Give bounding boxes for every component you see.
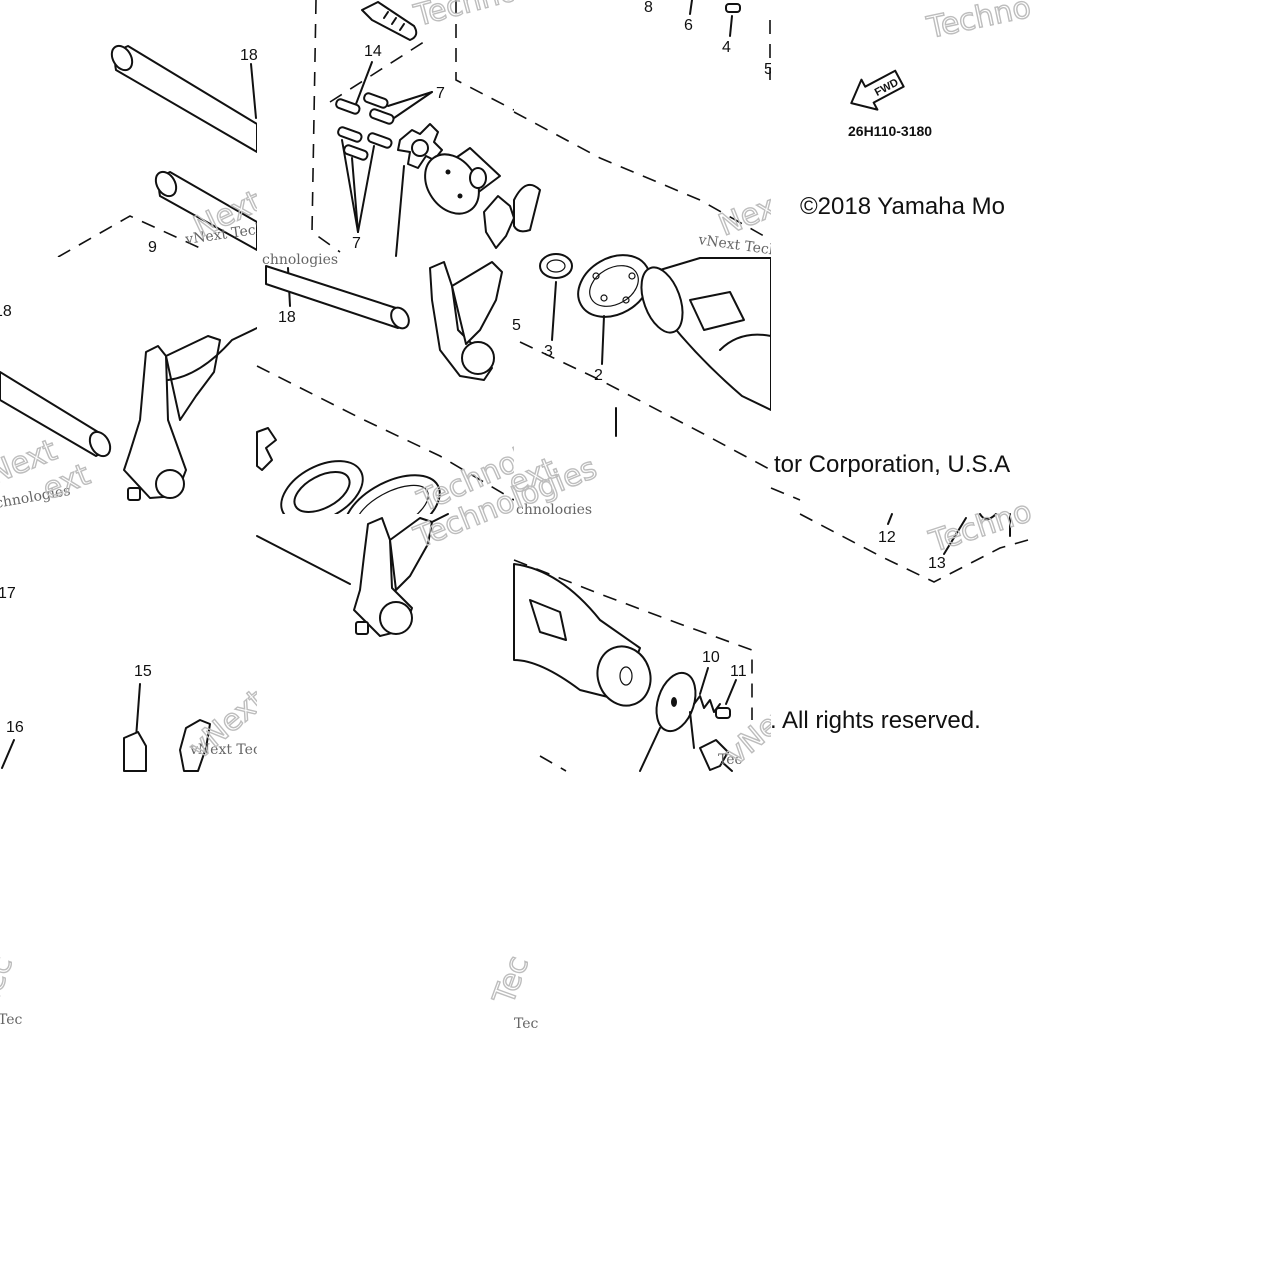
- shift-drum: [640, 257, 772, 411]
- callout-3: 3: [544, 343, 553, 360]
- screw: [361, 1, 418, 41]
- callout-11: 11: [730, 663, 747, 680]
- shift-fork-a: [123, 327, 258, 501]
- callout-2: 2: [594, 367, 603, 384]
- callout-17: 17: [0, 585, 16, 602]
- watermark-fragment-mid-text: Tec: [514, 1016, 539, 1032]
- washer-1: [655, 671, 697, 733]
- tile-top-left: 18 9 vNext Technologies Next: [0, 0, 324, 258]
- callout-5: 5: [764, 61, 773, 78]
- callout-12: 12: [878, 529, 896, 546]
- tile-row3-far-right: 12 13 Techno . All rights reserved.: [770, 493, 1037, 771]
- callout-15: 15: [134, 663, 152, 680]
- guide-bar-lower: [154, 170, 258, 251]
- part-code: 26H110-3180: [848, 123, 932, 139]
- callout-14: 14: [364, 43, 382, 60]
- stopper-drum: [424, 147, 501, 215]
- callout-4: 4: [722, 39, 731, 56]
- tile-top-middle: 14 7 7: [257, 0, 522, 257]
- pins-7: [335, 92, 395, 161]
- watermark-fragment-left-text: Tec: [0, 1012, 23, 1028]
- copyright-line-2: tor Corporation, U.S.A: [774, 451, 1010, 478]
- callout-18-b: 18: [278, 309, 296, 326]
- tile-row2-right: 5 3 2: [503, 253, 772, 518]
- callout-10: 10: [702, 649, 720, 666]
- callout-8: 8: [644, 0, 653, 16]
- callout-9: 9: [148, 239, 157, 256]
- callout-18-edge: 18: [0, 303, 12, 320]
- tile-row2-left: 18 chnologies Next ext: [0, 257, 258, 514]
- callout-7-b: 7: [352, 235, 361, 252]
- copyright-line-3: . All rights reserved.: [770, 707, 981, 734]
- callout-5-b: 5: [512, 317, 521, 334]
- callout-16: 16: [6, 719, 24, 736]
- watermark-text-f: chnologies: [262, 252, 338, 268]
- shift-fork-b: [429, 261, 503, 381]
- copyright-line-1: ©2018 Yamaha Mo: [800, 193, 1005, 220]
- bearing-2: [577, 254, 651, 318]
- callout-18-a: 18: [240, 47, 258, 64]
- callout-7-a: 7: [436, 85, 445, 102]
- callout-6: 6: [684, 17, 693, 34]
- seal-3: [539, 253, 573, 279]
- tile-row3-right: 10 11 Tec vNext: [513, 514, 809, 773]
- watermark-text-k: Tec: [718, 752, 743, 768]
- tile-row2-far-right: tor Corporation, U.S.A: [770, 257, 1028, 514]
- shift-fork-c: [123, 719, 211, 772]
- bolt: [699, 739, 733, 772]
- tile-row3-left: 17 15 16 vNext Technologies vNext: [0, 514, 329, 772]
- shift-drum-end: [513, 563, 652, 707]
- guide-bar-18-upper: [110, 44, 258, 153]
- callout-13: 13: [928, 555, 946, 572]
- tile-top-far-right: Techno FWD 26H110-3180 ©2018 Yamaha Mo: [771, 0, 1035, 257]
- segment-plate: [397, 123, 443, 169]
- shift-fork-d: [353, 513, 449, 637]
